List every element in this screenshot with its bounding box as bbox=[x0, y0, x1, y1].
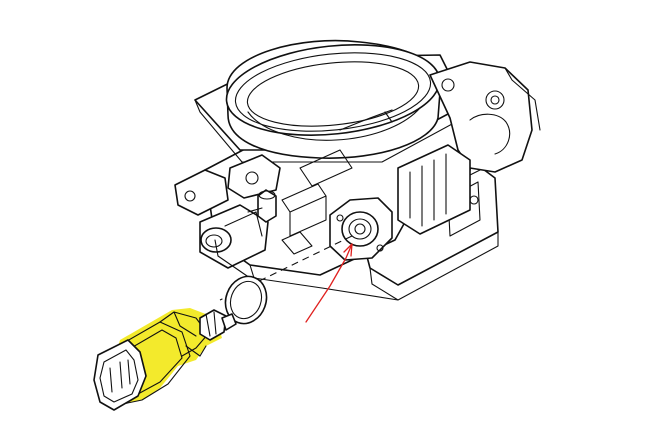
arrow-icon bbox=[305, 243, 353, 323]
throttle-body-icon bbox=[174, 39, 541, 301]
o-ring-icon bbox=[224, 275, 268, 325]
sensor-icon bbox=[93, 308, 237, 411]
